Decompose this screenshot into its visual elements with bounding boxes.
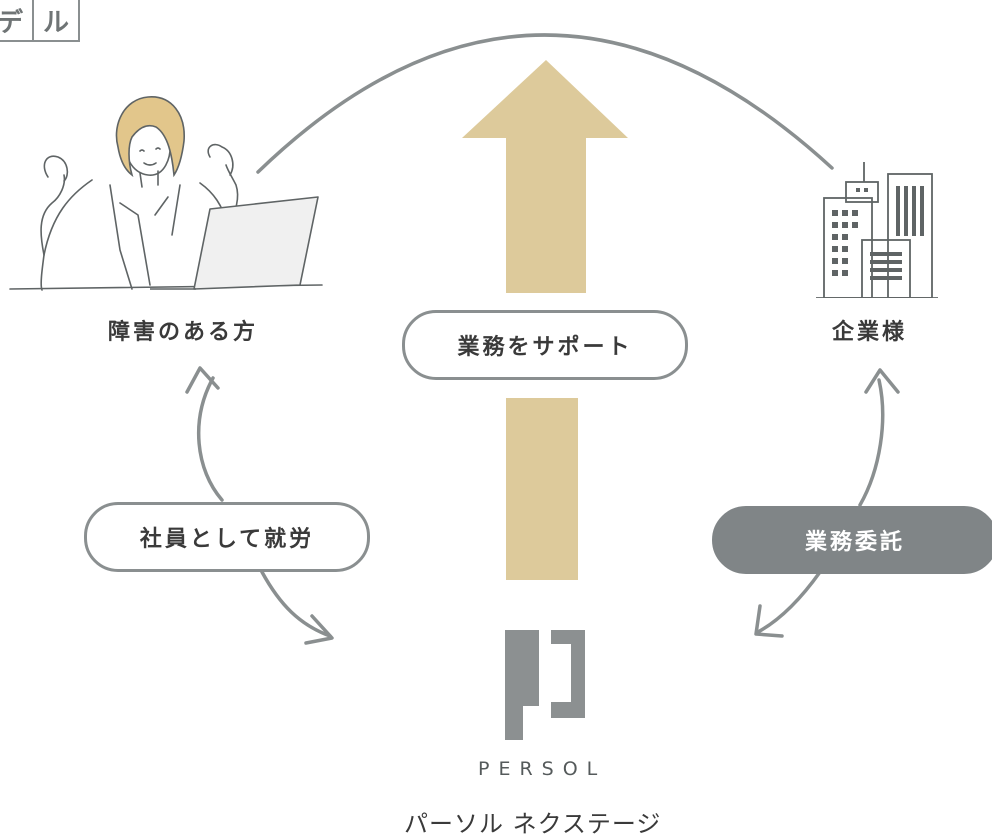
support-pill: 業務をサポート xyxy=(402,310,688,380)
outsourcing-pill: 業務委託 xyxy=(712,506,992,574)
persol-logo-icon xyxy=(505,630,585,740)
employment-pill: 社員として就労 xyxy=(84,502,370,572)
title-char-2: ル xyxy=(42,7,69,38)
left-curve-lower xyxy=(260,570,332,638)
top-arc xyxy=(256,33,834,174)
persol-wordmark: PERSOL xyxy=(478,758,607,780)
left-curve-upper xyxy=(196,376,224,502)
support-arrow-shaft-top xyxy=(506,137,586,293)
right-arrowhead-down xyxy=(754,604,784,638)
office-building-icon xyxy=(816,162,938,298)
title-char-1: デ xyxy=(0,7,23,38)
right-curve-upper xyxy=(858,378,885,507)
person-label: 障害のある方 xyxy=(108,320,259,345)
support-arrow-shaft-bottom xyxy=(506,398,578,580)
right-curve-lower xyxy=(756,570,822,634)
support-arrow-head xyxy=(462,60,628,138)
company-label: 企業様 xyxy=(832,320,908,345)
left-arrowhead-down xyxy=(304,614,334,645)
company-name: パーソル ネクステージ xyxy=(404,810,662,838)
title-char-box-2: ル xyxy=(32,0,80,42)
person-with-laptop-icon xyxy=(9,96,323,291)
right-arrowhead-up xyxy=(864,368,900,394)
left-arrowhead-up xyxy=(185,366,220,394)
